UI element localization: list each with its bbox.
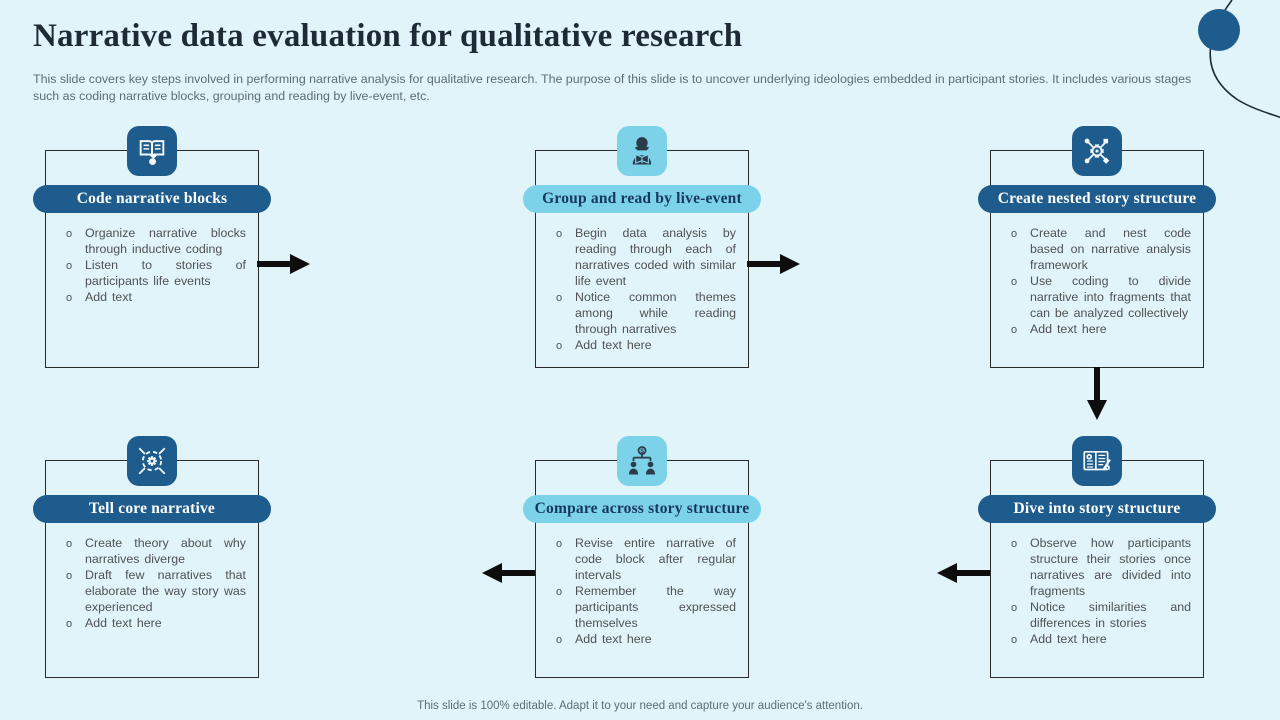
bullet-item: o Add text	[66, 289, 246, 306]
bullet-marker: o	[1011, 634, 1018, 646]
bullet-marker: o	[66, 260, 73, 272]
bullet-item: o Add text here	[1011, 321, 1191, 338]
bullet-item: o Use coding to divide narrative into fra…	[1011, 273, 1191, 321]
bullet-marker: o	[556, 340, 563, 352]
bullet-item: o Listen to stories of participants life …	[66, 257, 246, 289]
bullet-text: Add text	[85, 290, 132, 304]
corner-decoration	[1198, 0, 1280, 119]
bullet-marker: o	[1011, 276, 1018, 288]
step-bullet-list: o Create theory about why narratives dive…	[66, 535, 246, 632]
bullet-text: Use coding to divide narrative into frag…	[1030, 274, 1191, 320]
step-bullet-list: o Begin data analysis by reading through …	[556, 225, 736, 354]
step-bullet-list: o Revise entire narrative of code block a…	[556, 535, 736, 648]
step-title: Create nested story structure	[997, 190, 1197, 207]
step-title-pill: Tell core narrative	[33, 495, 271, 523]
step-title-pill: Create nested story structure	[978, 185, 1216, 213]
step-card-create-nested-structure: Create nested story structure o Create an…	[978, 126, 1216, 368]
bullet-marker: o	[556, 228, 563, 240]
notebook-pen-icon	[1072, 436, 1122, 486]
bullet-marker: o	[556, 634, 563, 646]
page-footer: This slide is 100% editable. Adapt it to…	[417, 700, 863, 712]
bullet-marker: o	[1011, 228, 1018, 240]
step-card-tell-core-narrative: Tell core narrative o Create theory about…	[33, 436, 271, 678]
bullet-text: Create and nest code based on narrative …	[1030, 226, 1191, 272]
bullet-marker: o	[66, 570, 73, 582]
bullet-item: o Add text here	[1011, 631, 1191, 648]
bullet-marker: o	[1011, 538, 1018, 550]
bullet-item: o Create theory about why narratives dive…	[66, 535, 246, 567]
bullet-item: o Add text here	[556, 337, 736, 354]
page-subtitle: This slide covers key steps involved in …	[33, 72, 1192, 104]
bullet-marker: o	[556, 586, 563, 598]
bullet-item: o Observe how participants structure thei…	[1011, 535, 1191, 599]
bullet-text: Create theory about why narratives diver…	[85, 536, 246, 566]
target-gear-icon	[127, 436, 177, 486]
step-card-dive-into-structure: Dive into story structure o Observe how p…	[978, 436, 1216, 678]
bullet-item: o Add text here	[66, 615, 246, 632]
bullet-text: Listen to stories of participants life e…	[85, 258, 246, 288]
bullet-text: Draft few narratives that elaborate the …	[85, 568, 246, 614]
bullet-marker: o	[66, 292, 73, 304]
bullet-item: o Add text here	[556, 631, 736, 648]
bullet-text: Add text here	[575, 632, 652, 646]
bullet-item: o Notice similarities and differences in …	[1011, 599, 1191, 631]
step-card-group-and-read: Group and read by live-event o Begin data…	[523, 126, 761, 368]
step-title-pill: Compare across story structure	[523, 495, 761, 523]
bullet-item: o Begin data analysis by reading through …	[556, 225, 736, 289]
bullet-item: o Notice common themes among while readin…	[556, 289, 736, 337]
flow-arrow-right-2	[747, 254, 800, 274]
step-title-pill: Dive into story structure	[978, 495, 1216, 523]
bullet-text: Organize narrative blocks through induct…	[85, 226, 246, 256]
bullet-marker: o	[1011, 602, 1018, 614]
step-title: Compare across story structure	[534, 500, 750, 517]
bullet-text: Add text here	[575, 338, 652, 352]
bullet-marker: o	[1011, 324, 1018, 336]
bullet-item: o Organize narrative blocks through induc…	[66, 225, 246, 257]
bullet-marker: o	[556, 538, 563, 550]
bullet-text: Remember the way participants expressed …	[575, 584, 736, 630]
bullet-marker: o	[66, 618, 73, 630]
svg-text:$: $	[640, 448, 644, 455]
bullet-marker: o	[66, 538, 73, 550]
bullet-text: Add text here	[85, 616, 162, 630]
step-title: Tell core narrative	[88, 500, 216, 517]
flow-arrow-right-1	[257, 254, 310, 274]
step-bullet-list: o Observe how participants structure thei…	[1011, 535, 1191, 648]
bullet-text: Notice similarities and differences in s…	[1030, 600, 1191, 630]
step-title: Code narrative blocks	[76, 190, 228, 207]
flow-arrow-down	[1087, 367, 1107, 420]
bullet-marker: o	[556, 292, 563, 304]
page-title: Narrative data evaluation for qualitativ…	[33, 18, 743, 54]
step-bullet-list: o Organize narrative blocks through induc…	[66, 225, 246, 306]
bullet-text: Observe how participants structure their…	[1030, 536, 1191, 598]
step-title: Dive into story structure	[1013, 500, 1181, 517]
hierarchy-people-icon: $	[617, 436, 667, 486]
bullet-item: o Remember the way participants expressed…	[556, 583, 736, 631]
flow-arrow-left-1	[482, 563, 535, 583]
step-card-code-narrative-blocks: Code narrative blocks o Organize narrativ…	[33, 126, 271, 368]
open-book-hand-icon	[127, 126, 177, 176]
bullet-text: Revise entire narrative of code block af…	[575, 536, 736, 582]
bullet-text: Add text here	[1030, 632, 1107, 646]
nested-structure-icon	[1072, 126, 1122, 176]
step-bullet-list: o Create and nest code based on narrative…	[1011, 225, 1191, 338]
bullet-text: Add text here	[1030, 322, 1107, 336]
bullet-marker: o	[66, 228, 73, 240]
flow-arrow-left-2	[937, 563, 990, 583]
step-card-compare-across-structure: $ Compare across story structure o Revise…	[523, 436, 761, 678]
step-title-pill: Group and read by live-event	[523, 185, 761, 213]
bullet-item: o Create and nest code based on narrative…	[1011, 225, 1191, 273]
decorative-circle	[1198, 9, 1240, 51]
step-title-pill: Code narrative blocks	[33, 185, 271, 213]
bullet-item: o Revise entire narrative of code block a…	[556, 535, 736, 583]
bullet-text: Begin data analysis by reading through e…	[575, 226, 736, 288]
person-reading-icon	[617, 126, 667, 176]
bullet-text: Notice common themes among while reading…	[575, 290, 736, 336]
bullet-item: o Draft few narratives that elaborate the…	[66, 567, 246, 615]
step-title: Group and read by live-event	[542, 190, 742, 207]
